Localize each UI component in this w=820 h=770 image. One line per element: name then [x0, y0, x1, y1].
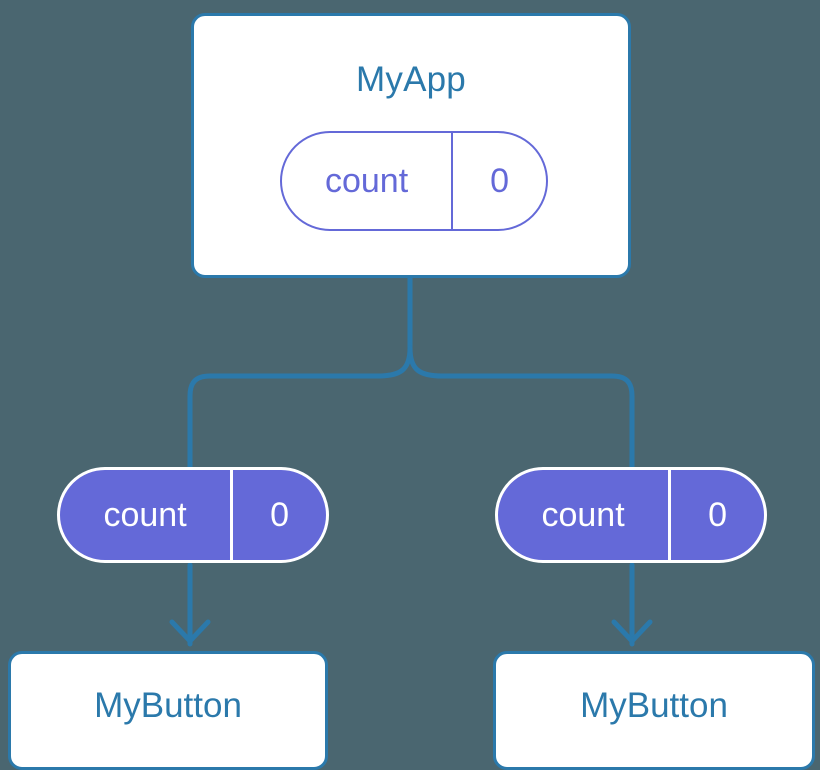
state-pill-left-value: 0 — [230, 470, 326, 560]
component-title-mybutton-right: MyButton — [580, 686, 728, 725]
arrow-head-right-icon — [611, 619, 653, 644]
state-pill-key: count — [324, 162, 409, 200]
component-card-mybutton-left[interactable]: MyButton — [8, 651, 328, 770]
state-pill-right-value: 0 — [668, 470, 764, 560]
state-pill-right-key: count — [541, 496, 625, 534]
state-pill-myapp[interactable]: count 0 — [280, 131, 548, 231]
component-card-myapp[interactable]: MyApp count 0 — [191, 13, 631, 278]
component-title-mybutton-left: MyButton — [94, 686, 242, 725]
arrow-head-left-icon — [169, 619, 211, 644]
branch-connector-left — [187, 345, 413, 503]
state-pill-right[interactable]: count 0 — [495, 467, 767, 563]
state-pill-value: 0 — [451, 133, 546, 229]
state-pill-left[interactable]: count 0 — [57, 467, 329, 563]
branch-connector-right — [407, 345, 635, 503]
state-pill-left-key: count — [103, 496, 187, 534]
component-title-myapp: MyApp — [356, 60, 466, 99]
component-card-mybutton-right[interactable]: MyButton — [493, 651, 815, 770]
